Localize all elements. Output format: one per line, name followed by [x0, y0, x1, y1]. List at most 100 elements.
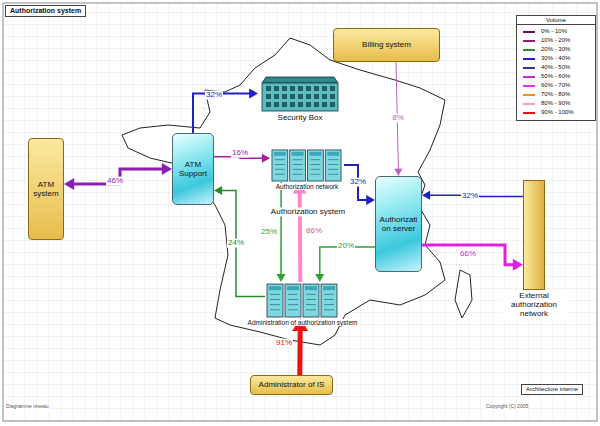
- flow-connector: [422, 245, 523, 271]
- node-caption: Authorization network: [275, 183, 340, 190]
- arrow-head: [513, 259, 523, 271]
- flow-connector: [315, 247, 375, 282]
- legend-line-sample: [523, 49, 535, 51]
- legend-text: 20% - 30%: [541, 46, 570, 53]
- flow-connector: [344, 165, 375, 205]
- legend-line-sample: [523, 31, 535, 33]
- flow-line: [221, 191, 265, 297]
- note-label: Diagramme réseau: [6, 404, 49, 410]
- server-node: Authorization network: [270, 148, 344, 182]
- flow-connector: [214, 186, 265, 296]
- arrow-head: [249, 89, 258, 99]
- legend-text: 0% - 10%: [541, 28, 567, 35]
- flow-line: [193, 94, 250, 134]
- legend-row: 60% - 70%: [517, 81, 595, 90]
- flow-connector: [193, 89, 258, 134]
- volume-label: 25%: [260, 228, 278, 237]
- flow-line: [280, 182, 282, 275]
- note-label: Authorization system: [271, 207, 345, 216]
- server-node: Administration of authorization system: [265, 282, 340, 318]
- system-box: Billing system: [333, 28, 440, 62]
- flow-line: [344, 165, 367, 200]
- legend-text: 10% - 20%: [541, 37, 570, 44]
- legend-row: 30% - 40%: [517, 54, 595, 63]
- node-text: Billing system: [360, 39, 413, 50]
- volume-label: 24%: [227, 239, 245, 248]
- legend-row: 80% - 90%: [517, 99, 595, 108]
- server-rack-icon: [265, 282, 340, 318]
- node-text: ATM Support: [173, 159, 213, 179]
- security-box-icon: Security Box: [258, 75, 342, 112]
- grid-frame: [3, 3, 597, 421]
- legend-text: 70% - 80%: [541, 91, 570, 98]
- node-caption: Security Box: [277, 113, 324, 122]
- legend-box: Volume 0% - 10% 10% - 20% 20% - 30% 30% - 40…: [516, 15, 596, 121]
- arrow-head: [276, 274, 285, 282]
- volume-label: 32%: [205, 91, 223, 100]
- legend-row: 90% - 100%: [517, 108, 595, 117]
- legend-line-sample: [523, 94, 535, 96]
- arrow-head: [315, 274, 324, 282]
- server-rack-icon: [270, 148, 344, 182]
- arrow-head: [366, 195, 375, 205]
- legend-line-sample: [523, 67, 535, 69]
- flow-connector: [64, 163, 172, 190]
- legend-row: 10% - 20%: [517, 36, 595, 45]
- system-box: Administrator of IS: [250, 375, 333, 395]
- arrow-head: [162, 163, 172, 175]
- note-label: Copyright (C) 2005: [486, 404, 528, 410]
- system-box: ATM system: [28, 138, 64, 240]
- server-box: Authorization server: [375, 176, 422, 272]
- legend-title: Volume: [517, 17, 595, 25]
- legend-line-sample: [523, 76, 535, 78]
- volume-label: 20%: [337, 242, 355, 251]
- legend-line-sample: [523, 103, 535, 105]
- legend-text: 30% - 40%: [541, 55, 570, 62]
- volume-label: 66%: [459, 250, 477, 259]
- node-text: ATM system: [29, 179, 63, 199]
- corsica-map: [455, 270, 472, 318]
- volume-label: 16%: [231, 149, 249, 158]
- volume-label: 86%: [305, 227, 323, 236]
- flow-connector: [422, 191, 523, 200]
- legend-row: 50% - 60%: [517, 72, 595, 81]
- legend-text: 60% - 70%: [541, 82, 570, 89]
- flow-line: [422, 245, 514, 265]
- legend-text: 50% - 60%: [541, 73, 570, 80]
- volume-label: 46%: [106, 177, 124, 186]
- legend-line-sample: [523, 40, 535, 42]
- flow-connector: [292, 318, 308, 375]
- legend-row: 0% - 10%: [517, 27, 595, 36]
- arrow-head: [422, 191, 430, 200]
- legend-row: 40% - 50%: [517, 63, 595, 72]
- volume-label: 32%: [349, 178, 367, 187]
- volume-label: 32%: [461, 192, 479, 201]
- node-caption: Administration of authorization system: [247, 319, 359, 326]
- external-node: External authorization network: [523, 180, 545, 290]
- legend-text: 40% - 50%: [541, 64, 570, 71]
- flow-line: [298, 193, 303, 282]
- legend-text: 80% - 90%: [541, 100, 570, 107]
- arrow-head: [214, 186, 222, 195]
- arrow-head: [64, 178, 74, 190]
- note-label: Architecture interne: [521, 384, 583, 395]
- volume-label: 8%: [391, 114, 405, 123]
- legend-row: 20% - 30%: [517, 45, 595, 54]
- legend-line-sample: [523, 112, 535, 114]
- flow-line: [297, 330, 302, 375]
- diagram-title: Authorization system: [5, 5, 86, 17]
- legend-row: 70% - 80%: [517, 90, 595, 99]
- flow-line: [320, 247, 375, 275]
- building-icon: [258, 75, 342, 112]
- external-box: [523, 180, 545, 290]
- node-caption: External authorization network: [502, 291, 566, 319]
- node-text: Authorization server: [376, 214, 421, 234]
- volume-label: 91%: [275, 339, 293, 348]
- node-text: Administrator of IS: [257, 379, 327, 390]
- arrow-head: [394, 169, 402, 176]
- france-map: [122, 38, 445, 345]
- arrow-head: [262, 154, 270, 163]
- server-box: ATM Support: [172, 133, 214, 205]
- legend-line-sample: [523, 58, 535, 60]
